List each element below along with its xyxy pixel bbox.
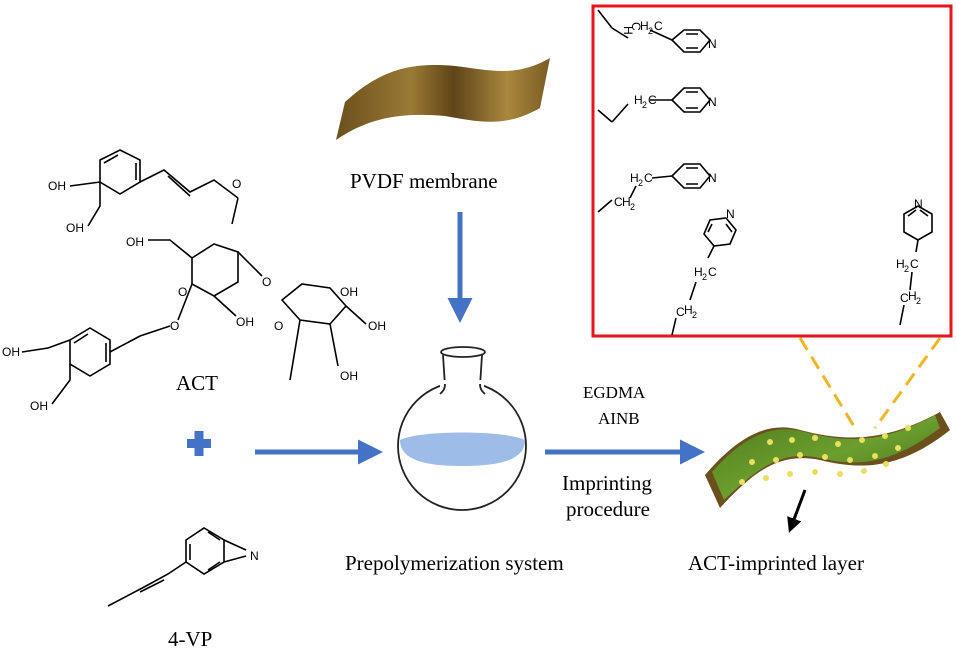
oh-label: OH [340,369,358,383]
plus-icon [187,431,211,456]
dashed-connector-right [873,337,942,429]
prepolymerization-label: Prepolymerization system [345,551,564,575]
h2c-label: H [640,19,649,33]
oh-label: OH [30,399,48,413]
imprinting-label: Imprinting [562,471,652,495]
ch2-label: C [676,305,685,319]
h2c-label: H [694,265,703,279]
imprinted-layer-label: ACT-imprinted layer [688,551,864,575]
oh-label: OH [236,315,254,329]
h2c-label: H [634,93,643,107]
inset-structures: H C H 2 C N H 2 C N C H 2 H 2 C [597,9,933,336]
arrow-to-layer-label [787,489,807,533]
h2c-label: C [654,19,663,33]
act-imprinted-layer [705,412,950,508]
inset-chain-4: C H 2 H 2 C N [671,207,737,336]
pyridine-n-label: N [250,549,259,563]
pyridine-n-label: N [726,207,735,221]
pyridine-n-label: N [708,95,717,109]
ch2-label: H [908,289,917,303]
vp-label: 4-VP [168,627,212,651]
egdma-label: EGDMA [583,383,646,402]
ch2-label: 2 [692,310,697,320]
pyridine-n-label: N [708,37,717,51]
h2c-label: H [630,171,639,185]
h2c-label: 2 [904,264,909,274]
oh-label: OH [2,345,20,359]
pyridine-n-label: N [708,171,717,185]
pyridine-n-label: N [914,197,923,211]
h2c-label: 2 [638,178,643,188]
oh-label: OH [66,221,84,235]
h2c-label: C [644,171,653,185]
h2c-label: C [629,22,643,31]
h2c-label: C [708,265,717,279]
o-label: O [232,177,241,191]
h2c-label: H [621,26,635,35]
act-label: ACT [176,371,218,395]
procedure-label: procedure [566,497,650,521]
ch2-label: H [684,303,693,317]
ainb-label: AINB [598,409,640,428]
inset-chain-1: H C H 2 C N [597,9,717,53]
round-bottom-flask [397,346,527,511]
inset-frame [591,4,953,338]
o-label: O [262,275,271,289]
act-structure: OH OH O OH O O OH O OH OH OH O OH OH [2,149,386,413]
inset-chain-3: C H 2 H 2 C N [597,163,717,213]
dashed-connector-left [798,337,857,429]
h2c-label: C [648,93,657,107]
ch2-label: C [900,291,909,305]
o-label: O [170,319,179,333]
oh-label: OH [340,285,358,299]
ch2-label: 2 [916,296,921,306]
oh-label: OH [126,235,144,249]
pvdf-label: PVDF membrane [350,169,498,193]
inset-chain-2: H 2 C N [597,87,717,123]
o-label: O [178,285,187,299]
h2c-label: C [910,257,919,271]
inset-chain-5: C H 2 H 2 C N [896,197,933,326]
vp-structure: N [107,527,259,607]
ch2-label: H [622,195,631,209]
imprinted-sites [739,425,911,485]
h2c-label: 2 [702,272,707,282]
o-label: O [274,319,283,333]
h2c-label: 2 [648,26,653,36]
ch2-label: 2 [630,202,635,212]
h2c-label: H [896,257,905,271]
pvdf-membrane [336,58,550,140]
oh-label: OH [368,319,386,333]
h2c-label: 2 [642,100,647,110]
oh-label: OH [48,179,66,193]
ch2-label: C [614,195,623,209]
